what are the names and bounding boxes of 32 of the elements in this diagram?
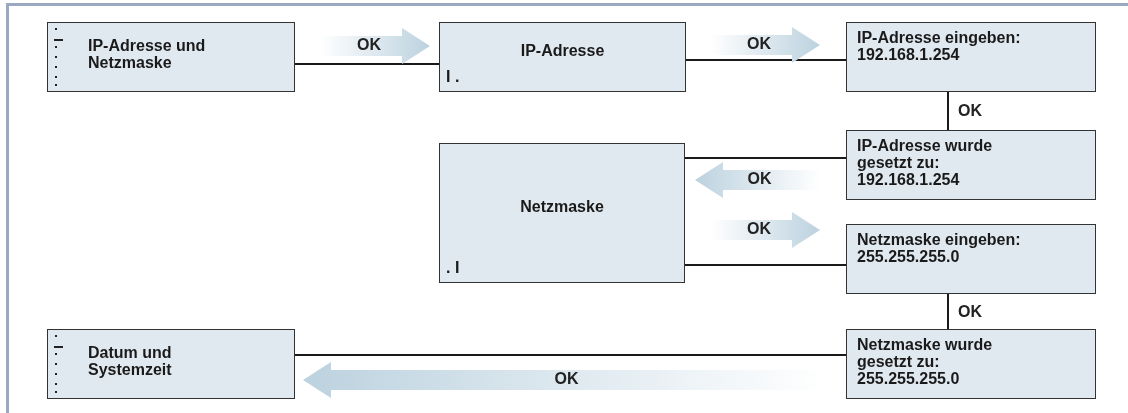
edge-label: OK — [747, 171, 772, 187]
display-box — [846, 22, 1096, 92]
edge-label: OK — [958, 103, 982, 119]
display-text: IP-Adresse wurde gesetzt zu: 192.168.1.254 — [857, 137, 994, 188]
menu-text: IP-Adresse und Netzmaske — [88, 37, 207, 71]
connector-line — [947, 293, 949, 330]
connector-line — [685, 59, 847, 61]
connector-line — [294, 354, 847, 356]
display-box — [47, 329, 295, 399]
display-box — [846, 329, 1096, 399]
connector-line — [294, 63, 440, 65]
edge-label: OK — [357, 37, 381, 53]
edge-label: OK — [747, 36, 771, 52]
menu-text: Netzmaske — [519, 198, 605, 215]
edge-label: OK — [747, 221, 771, 237]
display-text: IP-Adresse eingeben: 192.168.1.254 — [857, 29, 1022, 63]
connector-line — [684, 264, 847, 266]
connector-line — [684, 157, 847, 159]
edge-label: OK — [554, 371, 579, 387]
display-text: Netzmaske eingeben: 255.255.255.0 — [857, 231, 1022, 265]
display-box — [439, 22, 686, 92]
menu-text: Datum und Systemzeit — [88, 344, 173, 378]
cursor-marker: I . — [446, 68, 460, 85]
cursor-marker: . I — [446, 259, 460, 276]
connector-line — [947, 91, 949, 131]
display-box — [47, 22, 295, 92]
menu-text: IP-Adresse — [519, 42, 606, 59]
edge-label: OK — [958, 303, 982, 320]
display-box — [439, 143, 685, 283]
display-text: Netzmaske wurde gesetzt zu: 255.255.255.0 — [857, 336, 994, 387]
display-box — [846, 224, 1096, 294]
display-box — [846, 130, 1096, 200]
